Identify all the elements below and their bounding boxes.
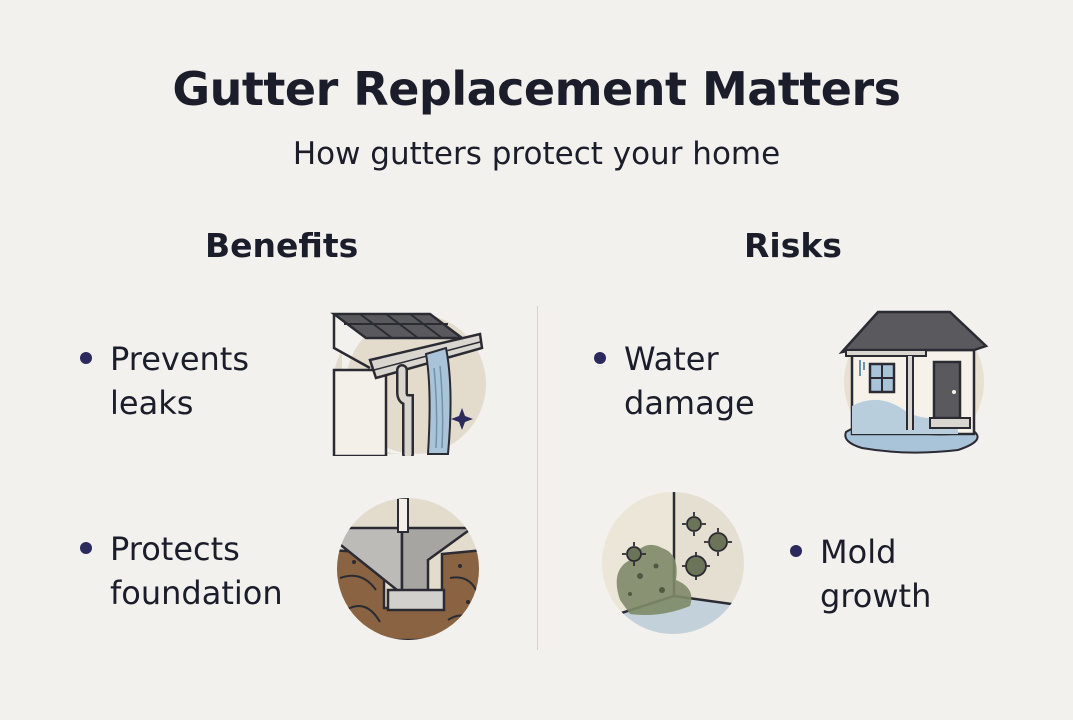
gutter-downspout-icon xyxy=(330,312,486,456)
bullet-dot xyxy=(790,545,802,557)
risk-text-line: growth xyxy=(820,577,932,615)
bullet-dot xyxy=(594,352,606,364)
benefit-text-line: foundation xyxy=(110,574,283,612)
benefit-text-line: Prevents xyxy=(110,340,249,378)
benefit-text-line: Protects xyxy=(110,530,240,568)
foundation-soil-icon xyxy=(337,498,479,640)
column-divider xyxy=(537,306,538,650)
benefit-item-prevents-leaks: Prevents leaks xyxy=(80,337,249,425)
page-title: Gutter Replacement Matters xyxy=(172,62,901,116)
bullet-dot xyxy=(80,352,92,364)
page-subtitle: How gutters protect your home xyxy=(292,136,781,172)
risk-item-water-damage: Water damage xyxy=(594,337,755,425)
bullet-dot xyxy=(80,542,92,554)
mold-corner-icon xyxy=(602,492,744,634)
risk-text-line: damage xyxy=(624,384,755,422)
risk-text-line: Water xyxy=(624,340,719,378)
benefits-heading: Benefits xyxy=(205,226,359,265)
risk-item-mold-growth: Mold growth xyxy=(790,530,932,618)
benefit-text-line: leaks xyxy=(110,384,194,422)
risks-heading: Risks xyxy=(744,226,842,265)
benefit-item-protects-foundation: Protects foundation xyxy=(80,527,283,615)
risk-text-line: Mold xyxy=(820,533,897,571)
water-damaged-house-icon xyxy=(838,310,989,454)
